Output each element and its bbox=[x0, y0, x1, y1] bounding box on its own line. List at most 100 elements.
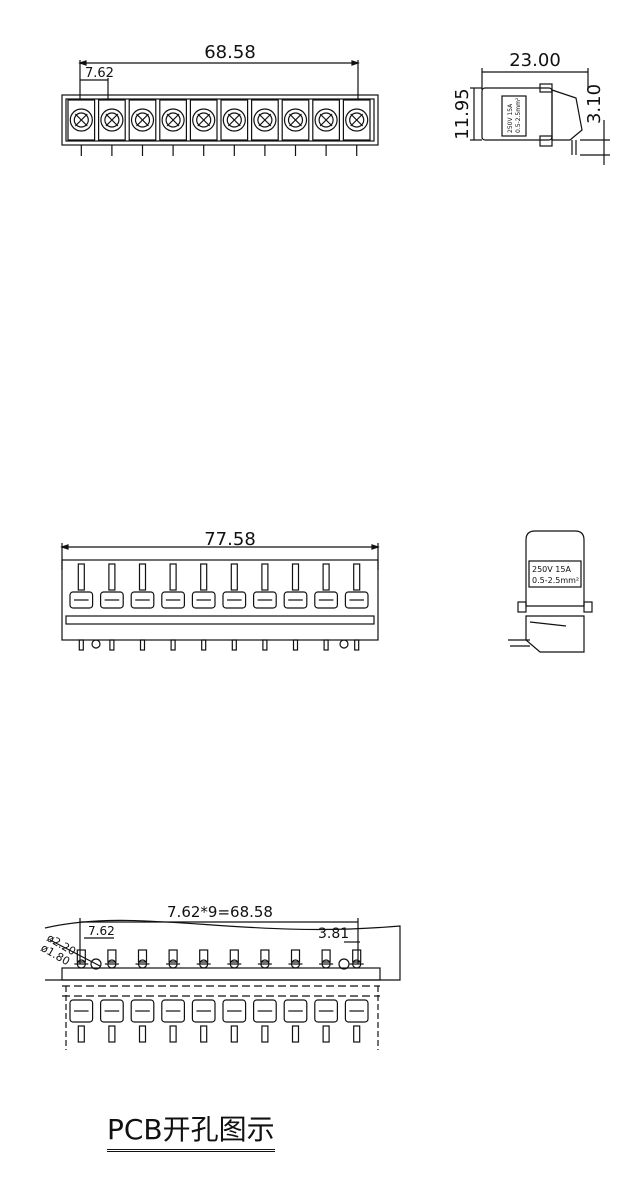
front-clamp bbox=[130, 591, 155, 609]
pcb-clamp bbox=[253, 999, 277, 1023]
end-tab-left bbox=[517, 601, 527, 613]
pcb-offset-dimension: 3.81 bbox=[318, 926, 349, 942]
screw-slot bbox=[289, 113, 302, 127]
pcb-tab bbox=[260, 949, 270, 963]
top-pitch-dimension: 7.62 bbox=[85, 66, 114, 81]
end-label-wire: 0.5-2.5mm² bbox=[532, 576, 579, 585]
screw-head bbox=[192, 108, 216, 132]
side-label-box bbox=[501, 95, 527, 137]
screw-head bbox=[253, 108, 277, 132]
screw-head bbox=[314, 108, 338, 132]
screw-slot bbox=[319, 113, 333, 127]
top-cell bbox=[97, 99, 126, 141]
arrow-left bbox=[78, 60, 87, 66]
screw-inner bbox=[318, 112, 334, 128]
front-pin bbox=[139, 639, 146, 651]
pcb-post bbox=[261, 1025, 269, 1043]
top-body-outline bbox=[61, 94, 379, 146]
screw-inner bbox=[73, 112, 89, 128]
pcb-caption: PCB开孔图示 bbox=[107, 1113, 275, 1152]
pcb-total-dimension: 7.62*9=68.58 bbox=[167, 903, 273, 921]
side-label-rating: 250V 15A bbox=[507, 103, 514, 133]
screw-slot bbox=[197, 113, 211, 127]
front-pin bbox=[78, 639, 84, 651]
pcb-clamp bbox=[283, 999, 308, 1023]
screw-slot bbox=[258, 113, 272, 127]
pcb-tab bbox=[168, 949, 178, 963]
front-pin bbox=[292, 639, 299, 651]
side-offset-dimension: 3.10 bbox=[584, 84, 605, 124]
top-terminal-cells bbox=[67, 99, 371, 141]
front-pin bbox=[201, 639, 207, 651]
pcb-peg-hole bbox=[90, 958, 102, 970]
pcb-holes bbox=[74, 949, 364, 970]
front-pin bbox=[262, 639, 268, 651]
front-pin bbox=[354, 639, 360, 651]
screw-head bbox=[130, 108, 155, 132]
top-cell bbox=[128, 99, 157, 141]
pcb-row-top bbox=[61, 967, 381, 981]
screw-slot bbox=[350, 113, 364, 127]
pcb-clamp bbox=[130, 999, 155, 1023]
pcb-post bbox=[77, 1025, 85, 1043]
end-screw-line bbox=[529, 621, 567, 627]
screw-slot bbox=[227, 113, 241, 127]
front-pin bbox=[109, 639, 115, 651]
pcb-post bbox=[322, 1025, 330, 1043]
screw-head bbox=[283, 108, 308, 132]
screw-head bbox=[161, 108, 185, 132]
front-post bbox=[261, 563, 269, 591]
screw-inner bbox=[226, 112, 242, 128]
end-label-box bbox=[528, 560, 582, 588]
front-clamp bbox=[99, 591, 124, 609]
side-view bbox=[470, 68, 610, 165]
pcb-post bbox=[108, 1025, 116, 1043]
pcb-tab bbox=[290, 949, 301, 963]
pcb-tab bbox=[76, 949, 86, 963]
end-view bbox=[508, 530, 593, 653]
pcb-tab bbox=[137, 949, 148, 963]
pcb-post bbox=[230, 1025, 238, 1043]
front-clamp bbox=[161, 591, 186, 609]
screw-head bbox=[69, 108, 93, 132]
arrow-right bbox=[351, 60, 360, 66]
front-overall-dimension: 77.58 bbox=[204, 529, 256, 550]
top-cell bbox=[342, 99, 371, 141]
front-post bbox=[108, 563, 116, 591]
top-cell bbox=[281, 99, 310, 141]
pcb-tab bbox=[199, 949, 209, 963]
side-height-dimension: 11.95 bbox=[452, 88, 473, 140]
side-tab-bottom bbox=[539, 135, 553, 147]
pcb-post bbox=[200, 1025, 208, 1043]
pcb-clamp bbox=[314, 999, 338, 1023]
pcb-terminal-cells bbox=[69, 999, 369, 1043]
pcb-clamp bbox=[99, 999, 124, 1023]
pcb-post bbox=[291, 1025, 300, 1043]
screw-head bbox=[100, 108, 124, 132]
pcb-post bbox=[353, 1025, 361, 1043]
front-clamp bbox=[344, 591, 369, 609]
top-view bbox=[61, 60, 379, 156]
top-cell bbox=[312, 99, 340, 141]
top-overall-dimension: 68.58 bbox=[204, 42, 256, 63]
end-lower-block bbox=[525, 615, 585, 653]
end-tab-right bbox=[583, 601, 593, 613]
front-pin bbox=[231, 639, 237, 651]
screw-head bbox=[222, 108, 246, 132]
end-body bbox=[525, 530, 585, 607]
front-pin bbox=[323, 639, 329, 651]
front-post bbox=[200, 563, 208, 591]
top-cell bbox=[159, 99, 188, 141]
front-peg bbox=[339, 639, 349, 649]
pcb-clamp bbox=[344, 999, 369, 1023]
screw-head bbox=[345, 108, 369, 132]
screw-inner bbox=[196, 112, 212, 128]
front-terminal-cells bbox=[69, 563, 369, 609]
pcb-pitch-dimension: 7.62 bbox=[88, 924, 115, 938]
pcb-post bbox=[138, 1025, 147, 1043]
front-post bbox=[169, 563, 177, 591]
front-pin bbox=[170, 639, 176, 651]
front-post bbox=[138, 563, 147, 591]
screw-inner bbox=[287, 112, 304, 128]
